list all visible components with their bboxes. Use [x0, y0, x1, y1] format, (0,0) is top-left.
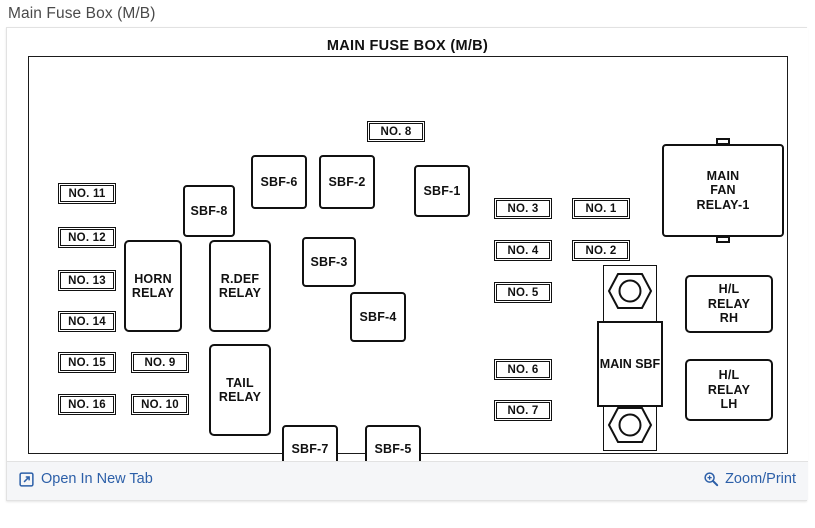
fuse-label-text: NO. 6	[507, 363, 539, 376]
component-sbf-1: SBF-1	[414, 165, 470, 217]
component-sbf-4: SBF-4	[350, 292, 406, 342]
component-label: SBF-8	[190, 203, 228, 218]
component-label: MAIN FAN RELAY-1	[696, 168, 750, 212]
page-title: Main Fuse Box (M/B)	[8, 5, 156, 22]
fuse-label-text: NO. 9	[144, 356, 176, 369]
zoom-print-label: Zoom/Print	[725, 471, 796, 487]
open-in-new-tab-button[interactable]: Open In New Tab	[19, 471, 153, 487]
main-sbf-assembly: MAIN SBF	[597, 265, 663, 451]
component-label: SBF-6	[260, 174, 298, 189]
component-label: SBF-2	[328, 174, 366, 189]
fuse-label-no-10: NO. 10	[131, 394, 189, 415]
component-sbf-6: SBF-6	[251, 155, 307, 209]
fuse-label-text: NO. 12	[68, 231, 106, 244]
main-sbf-label: MAIN SBF	[599, 356, 661, 371]
component-label: SBF-3	[310, 254, 348, 269]
fuse-label-no-16: NO. 16	[58, 394, 116, 415]
external-link-icon	[19, 471, 34, 487]
component-label: R.DEF RELAY	[218, 271, 262, 300]
fuse-label-text: NO. 7	[507, 404, 539, 417]
fuse-label-text: NO. 2	[585, 244, 617, 257]
main-sbf-body: MAIN SBF	[597, 321, 663, 407]
component-sbf-2: SBF-2	[319, 155, 375, 209]
fuse-label-no-4: NO. 4	[494, 240, 552, 261]
fuse-label-no-8: NO. 8	[367, 121, 425, 142]
relay-bottom-tab	[716, 236, 730, 243]
fuse-label-text: NO. 13	[68, 274, 106, 287]
fuse-label-no-6: NO. 6	[494, 359, 552, 380]
fuse-label-no-14: NO. 14	[58, 311, 116, 332]
component-label: SBF-1	[423, 183, 461, 198]
component-main-fan-relay-1: MAIN FAN RELAY-1	[662, 144, 784, 237]
diagram-title: MAIN FUSE BOX (M/B)	[326, 38, 489, 54]
main-sbf-bottom-nut-icon	[607, 405, 653, 450]
fuse-label-no-1: NO. 1	[572, 198, 630, 219]
fuse-label-no-15: NO. 15	[58, 352, 116, 373]
component-sbf-3: SBF-3	[302, 237, 356, 287]
fuse-label-no-5: NO. 5	[494, 282, 552, 303]
fuse-label-text: NO. 1	[585, 202, 617, 215]
viewer-toolbar: Open In New Tab Zoom/Print	[7, 461, 808, 500]
component-label: H/L RELAY LH	[707, 368, 751, 412]
component-label: SBF-4	[359, 309, 397, 324]
component-hl-relay-rh: H/L RELAY RH	[685, 275, 773, 333]
component-label: SBF-7	[291, 441, 329, 456]
component-label: H/L RELAY RH	[707, 282, 751, 326]
fuse-label-text: NO. 11	[68, 187, 106, 200]
fuse-label-no-13: NO. 13	[58, 270, 116, 291]
fuse-label-no-12: NO. 12	[58, 227, 116, 248]
fuse-label-no-11: NO. 11	[58, 183, 116, 204]
component-label: TAIL RELAY	[218, 375, 262, 404]
relay-top-tab	[716, 138, 730, 145]
fuse-label-no-7: NO. 7	[494, 400, 552, 421]
fuse-label-no-9: NO. 9	[131, 352, 189, 373]
fuse-label-text: NO. 4	[507, 244, 539, 257]
fuse-label-text: NO. 14	[68, 315, 106, 328]
main-sbf-top-nut-icon	[607, 271, 653, 316]
component-rdef-relay: R.DEF RELAY	[209, 240, 271, 332]
zoom-print-button[interactable]: Zoom/Print	[703, 471, 796, 487]
fuse-label-text: NO. 16	[68, 398, 106, 411]
zoom-in-magnifier-icon	[703, 471, 719, 487]
component-tail-relay: TAIL RELAY	[209, 344, 271, 436]
fuse-label-text: NO. 10	[141, 398, 179, 411]
fuse-label-text: NO. 8	[380, 125, 412, 138]
fuse-label-no-3: NO. 3	[494, 198, 552, 219]
component-hl-relay-lh: H/L RELAY LH	[685, 359, 773, 421]
open-in-new-tab-label: Open In New Tab	[41, 471, 153, 487]
component-sbf-5: SBF-5	[365, 425, 421, 462]
component-sbf-8: SBF-8	[183, 185, 235, 237]
fuse-label-text: NO. 5	[507, 286, 539, 299]
fuse-label-text: NO. 3	[507, 202, 539, 215]
fuse-label-text: NO. 15	[68, 356, 106, 369]
fuse-label-no-2: NO. 2	[572, 240, 630, 261]
component-horn-relay: HORN RELAY	[124, 240, 182, 332]
component-label: SBF-5	[374, 441, 412, 456]
component-sbf-7: SBF-7	[282, 425, 338, 462]
component-label: HORN RELAY	[131, 271, 175, 300]
